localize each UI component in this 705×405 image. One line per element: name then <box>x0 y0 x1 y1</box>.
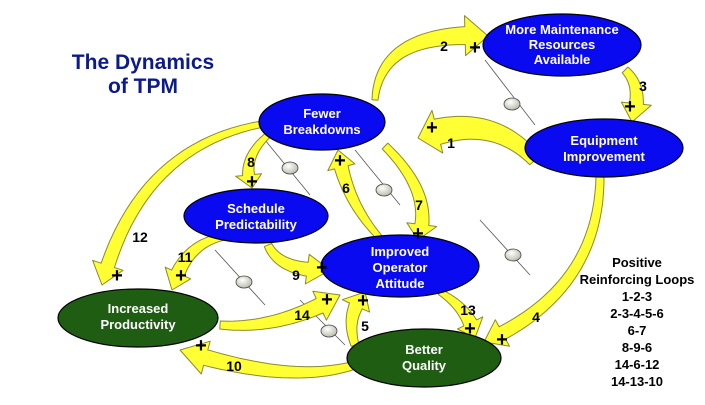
link-polarity-2: + <box>469 37 481 59</box>
cut-knot-2 <box>281 161 299 175</box>
arrow-link-12 <box>92 118 276 286</box>
arrow-link-8 <box>235 132 271 189</box>
link-polarity-5: + <box>357 290 369 312</box>
cut-knot-5 <box>235 275 253 289</box>
link-number-3: 3 <box>639 78 647 94</box>
arrow-link-4 <box>483 174 605 347</box>
node-schedule-predictability-line2: Predictability <box>215 217 297 232</box>
link-number-12: 12 <box>132 229 148 245</box>
legend-loop-4: 8-9-6 <box>622 340 652 355</box>
node-increased-productivity-line2: Productivity <box>100 317 176 332</box>
arrow-link-10 <box>179 340 357 379</box>
node-schedule-predictability: Schedule Predictability <box>183 188 329 244</box>
arrow-link-9 <box>263 242 331 285</box>
node-more-maintenance: More Maintenance Resources Available <box>482 13 642 77</box>
link-number-9: 9 <box>292 267 300 283</box>
cut-knot-6 <box>320 324 338 338</box>
arrow-link-2 <box>371 15 489 101</box>
node-improved-operator-attitude-line3: Attitude <box>375 276 424 291</box>
link-polarity-1: + <box>426 117 438 139</box>
link-polarity-4: + <box>496 329 508 351</box>
link-polarity-9: + <box>316 257 328 279</box>
diagram-title-line1: The Dynamics <box>72 51 214 74</box>
node-more-maintenance-line1: More Maintenance <box>505 22 618 37</box>
diagram-title-line2: of TPM <box>108 75 178 98</box>
legend: Positive Reinforcing Loops 1-2-3 2-3-4-5… <box>580 255 695 389</box>
arrow-link-13 <box>438 288 484 339</box>
node-fewer-breakdowns: Fewer Breakdowns <box>258 93 386 151</box>
legend-loop-2: 2-3-4-5-6 <box>610 306 663 321</box>
legend-loop-1: 1-2-3 <box>622 289 652 304</box>
node-schedule-predictability-line1: Schedule <box>227 201 285 216</box>
cut-marks-decoration <box>214 59 536 346</box>
node-better-quality-line2: Quality <box>402 358 447 373</box>
arrow-link-6 <box>327 149 383 241</box>
arrow-link-3 <box>620 66 652 123</box>
link-polarity-3: + <box>624 96 636 118</box>
cut-knot-1 <box>503 97 521 111</box>
link-polarity-12: + <box>111 265 123 287</box>
node-increased-productivity-line1: Increased <box>108 301 169 316</box>
link-labels: 1 + 2 + 3 + 4 + 5 + 6 + 7 + 8 + 9 + 10 +… <box>111 37 647 374</box>
arrow-link-7 <box>381 142 438 241</box>
link-number-14: 14 <box>294 307 310 323</box>
node-improved-operator-attitude: Improved Operator Attitude <box>320 234 480 298</box>
node-equipment-improvement-line1: Equipment <box>570 133 638 148</box>
node-increased-productivity: Increased Productivity <box>57 288 219 348</box>
cut-line-1 <box>484 59 536 126</box>
node-better-quality: Better Quality <box>346 328 502 388</box>
node-equipment-improvement: Equipment Improvement <box>524 118 684 178</box>
link-number-5: 5 <box>361 318 369 334</box>
link-number-8: 8 <box>247 154 255 170</box>
node-improved-operator-attitude-line2: Operator <box>373 260 428 275</box>
node-more-maintenance-line2: Resources <box>529 37 595 52</box>
link-polarity-7: + <box>412 223 424 245</box>
legend-loop-6: 14-13-10 <box>611 374 663 389</box>
link-polarity-8: + <box>246 171 258 193</box>
cut-knot-3 <box>375 183 393 197</box>
link-number-4: 4 <box>532 309 540 325</box>
link-polarity-13: + <box>464 318 476 340</box>
link-number-2: 2 <box>440 38 448 54</box>
node-fewer-breakdowns-line1: Fewer <box>303 106 341 121</box>
arrow-link-11 <box>164 232 231 291</box>
link-number-13: 13 <box>460 302 476 318</box>
link-polarity-11: + <box>175 265 187 287</box>
legend-title-line1: Positive <box>612 255 662 270</box>
cut-line-3 <box>354 149 401 206</box>
link-number-11: 11 <box>178 249 193 265</box>
link-number-10: 10 <box>226 358 242 374</box>
node-better-quality-line1: Better <box>405 342 443 357</box>
legend-loop-3: 6-7 <box>628 323 647 338</box>
link-polarity-10: + <box>195 335 207 357</box>
link-number-1: 1 <box>447 135 455 151</box>
link-polarity-14: + <box>321 289 333 311</box>
node-equipment-improvement-line2: Improvement <box>563 149 645 164</box>
arrow-layer <box>92 15 652 379</box>
link-polarity-6: + <box>334 150 346 172</box>
node-improved-operator-attitude-line1: Improved <box>371 244 430 259</box>
node-more-maintenance-line3: Available <box>534 52 591 67</box>
legend-title-line2: Reinforcing Loops <box>580 272 695 287</box>
link-number-7: 7 <box>415 197 423 213</box>
cut-knot-4 <box>504 248 522 262</box>
legend-loop-5: 14-6-12 <box>615 357 660 372</box>
link-number-6: 6 <box>342 180 350 196</box>
cut-line-4 <box>479 219 531 276</box>
node-fewer-breakdowns-line2: Breakdowns <box>283 122 360 137</box>
arrow-link-14 <box>219 290 341 331</box>
arrow-link-1 <box>417 109 541 166</box>
arrow-link-5 <box>341 291 371 347</box>
